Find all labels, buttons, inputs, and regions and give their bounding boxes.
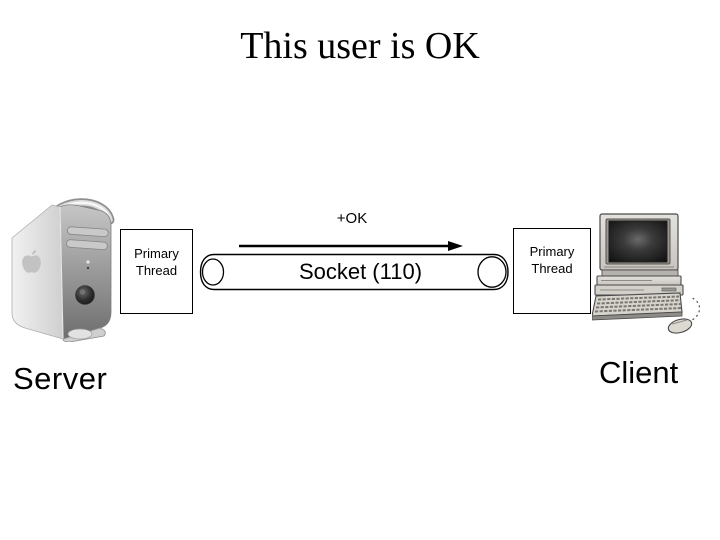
thread-label-line: Primary: [529, 244, 575, 259]
ok-message-label: +OK: [336, 210, 368, 227]
server-caption: Server: [13, 361, 108, 396]
socket-label: Socket (110): [298, 259, 423, 284]
message-arrow-icon: [239, 241, 463, 251]
client-caption: Client: [599, 355, 679, 390]
thread-label-line: Thread: [531, 261, 573, 276]
apple-logo: [22, 250, 41, 273]
client-primary-thread-box: Primary Thread: [513, 228, 591, 314]
client-computer-image: [592, 212, 718, 336]
server-tower-image: [8, 192, 116, 342]
desktop-pc-icon: [592, 213, 701, 334]
thread-label-line: Primary: [134, 246, 179, 261]
server-primary-thread-box: Primary Thread: [120, 229, 193, 314]
mac-tower-icon: [11, 198, 115, 342]
socket-pipe-shape: [199, 253, 509, 291]
thread-label-line: Thread: [135, 263, 178, 278]
slide-title: This user is OK: [240, 25, 480, 67]
